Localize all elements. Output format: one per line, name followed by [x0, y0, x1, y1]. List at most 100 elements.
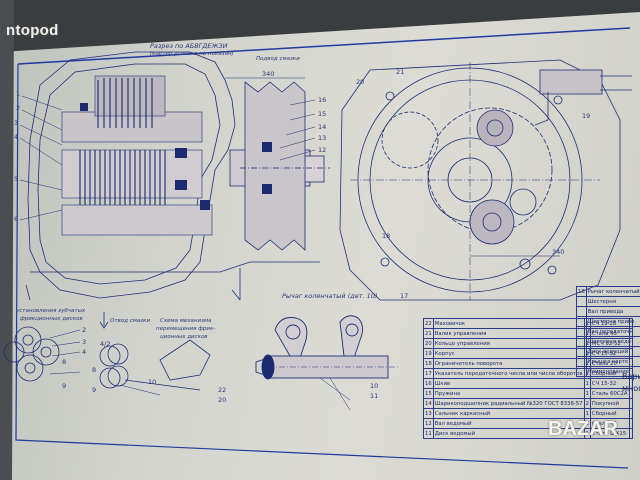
housing-base — [25, 261, 320, 301]
friction-discs — [79, 78, 166, 205]
table-cell — [576, 306, 587, 317]
mech-scheme-title-2: перемещения фрик- — [156, 326, 216, 332]
table-cell: Сальник каркасный — [432, 408, 585, 419]
table-cell: Диск ведущий — [585, 346, 640, 357]
gear-scheme-title-1: установления зубчатых — [16, 308, 86, 314]
mechanism-scheme — [99, 339, 211, 396]
callout: 14 — [318, 123, 327, 131]
table-cell: 20 — [423, 338, 434, 349]
callout: 13 — [318, 134, 327, 142]
table-cell: Вал передаточн — [585, 326, 640, 337]
callout: 9 — [62, 382, 67, 390]
callout: 12 — [318, 146, 327, 154]
table-cell: 19 — [423, 348, 434, 359]
table-cell — [576, 296, 587, 307]
table-cell: 16 — [423, 378, 434, 389]
table-cell: Пружина — [432, 388, 585, 399]
table-cell: Крышка карте — [585, 356, 640, 367]
table-cell: 22 — [423, 318, 434, 329]
table-cell — [576, 336, 587, 347]
table-cell — [576, 326, 587, 337]
table-cell: 14 — [423, 398, 434, 409]
table-cell: 11 — [423, 428, 434, 439]
callout: 10 — [370, 382, 379, 390]
title-block-text-2: много — [622, 384, 640, 393]
table-row: Вал передаточн — [576, 326, 640, 337]
callout: 9 — [92, 386, 97, 394]
oil-drain-label: Отвод смазки — [110, 318, 151, 324]
section-subtitle: (картер условно не показан) — [150, 51, 234, 57]
lever-detail — [255, 315, 400, 411]
photo-border-top — [0, 0, 640, 52]
table-row: Шестерня ведо — [576, 336, 640, 347]
dim-340-right: 340 — [552, 248, 565, 256]
table-cell: 21 — [423, 328, 434, 339]
callout: 6 — [14, 215, 19, 223]
table-row: Крышка карте — [576, 356, 640, 367]
callout: 8 — [62, 358, 67, 366]
callout: 4 — [82, 348, 87, 356]
site-logo: BAZAR — [548, 418, 618, 440]
frame-top — [17, 27, 631, 65]
table-cell: 18 — [576, 286, 587, 297]
table-row: Шестерня приво — [576, 316, 640, 327]
table-cell: Корпус — [432, 348, 585, 359]
table-cell: 17 — [423, 368, 434, 379]
dim-340-top: 340 — [262, 70, 275, 78]
callout: 4 — [14, 133, 19, 141]
table-cell — [628, 428, 633, 439]
end-view — [339, 59, 632, 301]
mech-scheme-title-1: Схема механизма — [160, 318, 212, 324]
mech-scheme-title-3: ционных дисков — [160, 334, 208, 340]
callout: 20 — [356, 78, 365, 86]
table-cell: Сборный — [589, 408, 630, 419]
table-row: Диск ведущий — [576, 346, 640, 357]
table-cell: 1 — [583, 428, 591, 439]
table-cell: Маховичок — [432, 318, 585, 329]
table-cell: Вал привода — [585, 306, 640, 317]
table-cell: Рычаг коленчатый — [585, 286, 640, 297]
callout: 2 — [82, 326, 87, 334]
bearings — [80, 103, 272, 210]
table-row: Вал привода — [576, 306, 640, 317]
table-cell: Шарикоподшипник радиальный №320 ГОСТ 833… — [432, 398, 585, 409]
table-cell — [628, 418, 633, 429]
callout: 4/2 — [100, 340, 111, 348]
table-cell — [628, 398, 633, 409]
callout: 19 — [582, 112, 591, 120]
table-cell: Шестерня ведо — [585, 336, 640, 347]
lever-title: Рычаг коленчатый (дет. 10) — [282, 292, 378, 300]
callout: 3 — [14, 119, 19, 127]
callout: 15 — [318, 110, 327, 118]
table-cell: Покупной — [589, 398, 630, 409]
table-cell: Указатель передаточного числа или числа … — [432, 368, 585, 379]
callout: 10 — [148, 378, 157, 386]
table-cell: 18 — [423, 358, 434, 369]
leader-lines — [19, 95, 316, 221]
table-cell: Шестерня — [585, 296, 640, 307]
callout: 20 — [218, 396, 227, 404]
callout: 1 — [16, 90, 21, 98]
pulley — [240, 81, 330, 251]
callout: 16 — [318, 96, 327, 104]
table-cell — [576, 346, 587, 357]
table-cell: 13 — [423, 408, 434, 419]
table-cell: Шкив — [432, 378, 585, 389]
table-cell: Кольцо управления — [432, 338, 585, 349]
title-block-text-1: Вари — [622, 372, 640, 381]
callout: 21 — [396, 68, 405, 76]
section-title: Разрез по АБВГДЕЖЗИ — [150, 42, 228, 50]
table-row: Шестерня — [576, 296, 640, 307]
gear-scheme — [3, 326, 81, 382]
callout: 8 — [92, 366, 97, 374]
table-cell: 15 — [423, 388, 434, 399]
